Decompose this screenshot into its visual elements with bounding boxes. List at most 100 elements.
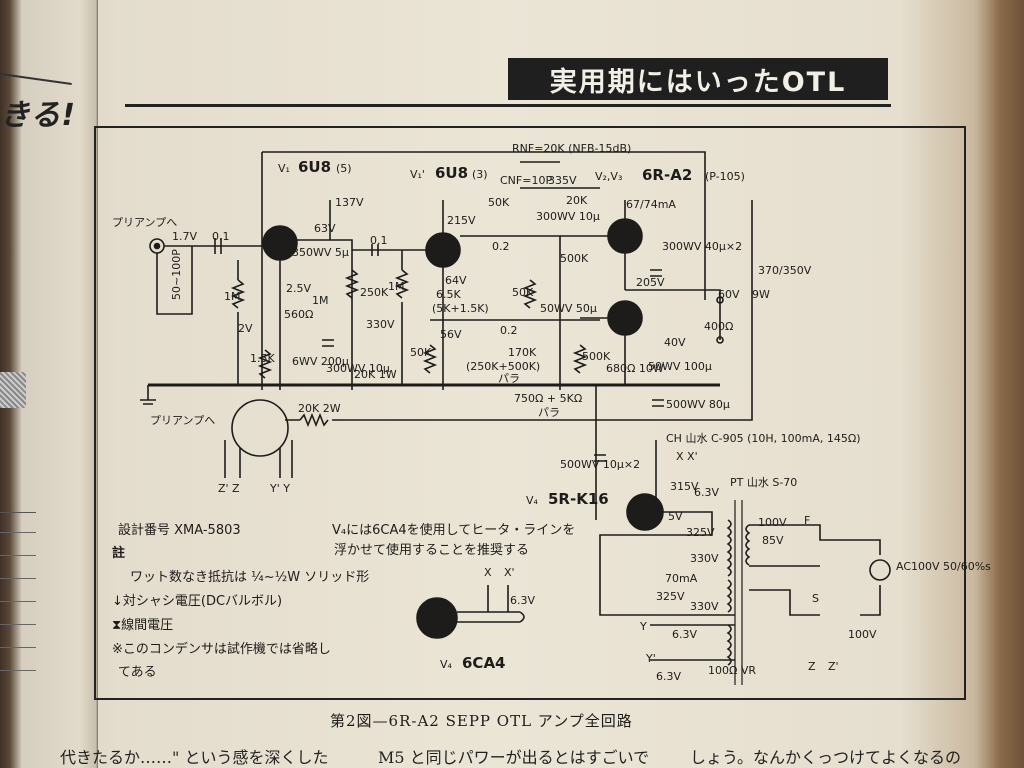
schematic-label-labels-cnf: CNF=10P bbox=[500, 174, 552, 187]
schematic-label-labels-xp: X' bbox=[504, 566, 515, 579]
schematic-label-labels-v63c: 6.3V bbox=[672, 628, 697, 641]
schematic-label-labels-v_25: 2.5V bbox=[286, 282, 311, 295]
schematic-label-labels-c300wv: 300WV 10μ bbox=[326, 362, 390, 375]
schematic-label-tubes-v2v3-type: 6R-A2 bbox=[642, 166, 692, 184]
schematic-label-labels-c6wv: 6WV 200μ bbox=[292, 355, 349, 368]
schematic-label-labels-r560: 560Ω bbox=[284, 308, 313, 321]
schematic-label-labels-ch: CH 山水 C-905 (10H, 100mA, 145Ω) bbox=[666, 432, 861, 445]
schematic-label-labels-r750: 750Ω + 5KΩ bbox=[514, 392, 582, 405]
note-capacitor-omitted: ※このコンデンサは試作機では省略し bbox=[112, 642, 331, 657]
schematic-label-labels-r170kalt: (250K+500K) bbox=[466, 360, 540, 373]
v1p-tube-symbol bbox=[425, 232, 461, 268]
schematic-label-labels-input_top: プリアンプへ bbox=[112, 216, 177, 229]
schematic-label-labels-v56: 56V bbox=[440, 328, 462, 341]
schematic-label-labels-v64: 64V bbox=[445, 274, 467, 287]
schematic-label-labels-c350: 350WV 5μ bbox=[292, 246, 349, 259]
schematic-label-labels-yp: Y' bbox=[645, 652, 656, 665]
figure-caption: 第2図—6R-A2 SEPP OTL アンプ全回路 bbox=[330, 712, 633, 730]
schematic-label-labels-v335: 335V bbox=[548, 174, 577, 187]
schematic-label-tubes-v4alt-type: 6CA4 bbox=[462, 654, 506, 672]
schematic-label-labels-c02b: 0.2 bbox=[500, 324, 518, 337]
schematic-label-tubes-v4alt-ref: V₄ bbox=[440, 658, 453, 671]
schematic-label-labels-r15k: 1.5K bbox=[250, 352, 275, 365]
article-title: 実用期にはいったOTL bbox=[508, 58, 888, 100]
schematic-label-labels-r20k1w: 20K 1W bbox=[354, 368, 397, 381]
schematic-label-labels-r50k2: 50K bbox=[512, 286, 534, 299]
title-rule bbox=[125, 104, 891, 107]
schematic-label-labels-input_bottom: プリアンプへ bbox=[150, 414, 215, 427]
schematic-label-tubes-v1-type: 6U8 bbox=[298, 158, 331, 176]
schematic-label-labels-v205: 205V bbox=[636, 276, 665, 289]
ac-plug-symbol bbox=[869, 559, 891, 581]
v4-note-line2: 浮かせて使用することを推奨する bbox=[334, 543, 530, 558]
schematic-label-tubes-v1-pins: (5) bbox=[336, 162, 352, 175]
schematic-label-labels-para2: パラ bbox=[538, 406, 560, 419]
schematic-label-labels-r1: 1M bbox=[224, 290, 241, 303]
schematic-label-labels-r65k: 6.5K bbox=[436, 288, 461, 301]
schematic-label-tubes-v1p-pins: (3) bbox=[472, 168, 488, 181]
schematic-label-labels-c500wv10: 500WV 10μ×2 bbox=[560, 458, 640, 471]
schematic-label-labels-r680: 680Ω 10W bbox=[606, 362, 664, 375]
schematic-label-labels-zp: Z' bbox=[828, 660, 839, 673]
schematic-label-labels-v315: 315V bbox=[670, 480, 699, 493]
schematic-label-labels-v_63: 63V bbox=[314, 222, 336, 235]
schematic-label-tubes-v4-ref: V₄ bbox=[526, 494, 539, 507]
schematic-label-labels-r500k: 500K bbox=[560, 252, 589, 265]
r1-resistor bbox=[230, 279, 246, 309]
schematic-label-labels-v63e: 6.3V bbox=[510, 594, 535, 607]
schematic-label-labels-c_in: 0.1 bbox=[212, 230, 230, 243]
schematic-label-labels-c02a: 0.2 bbox=[492, 240, 510, 253]
schematic-label-labels-v67: 67/74mA bbox=[626, 198, 676, 211]
schematic-label-labels-r65kalt: (5K+1.5K) bbox=[432, 302, 489, 315]
schematic-label-labels-v100b: 100V bbox=[848, 628, 877, 641]
schematic-label-labels-r250k: 250K bbox=[360, 286, 389, 299]
schematic-label-labels-v330b: 330V bbox=[690, 552, 719, 565]
schematic-label-labels-r20kb: 20K bbox=[566, 194, 588, 207]
schematic-label-labels-c_grid: 50~100P bbox=[170, 249, 183, 300]
schematic-label-labels-v325: 325V bbox=[686, 526, 715, 539]
schematic-label-labels-v85: 85V bbox=[762, 534, 784, 547]
schematic-label-labels-c300wv40: 300WV 40μ×2 bbox=[662, 240, 742, 253]
schematic-label-labels-c50wv: 50WV 50μ bbox=[540, 302, 597, 315]
notes-heading: 註 bbox=[112, 546, 126, 561]
schematic-label-labels-v_137: 137V bbox=[335, 196, 364, 209]
schematic-label-labels-v_in: 1.7V bbox=[172, 230, 197, 243]
schematic-label-labels-w9: 9W bbox=[752, 288, 770, 301]
schematic-label-labels-vr: 100Ω VR bbox=[708, 664, 756, 677]
schematic-label-labels-z: Z bbox=[808, 660, 816, 673]
note-resistor-wattage: ワット数なき抵抗は ¼~½W ソリッド形 bbox=[130, 570, 370, 585]
schematic-label-labels-v330: 330V bbox=[366, 318, 395, 331]
schematic-label-tubes-v1p-ref: V₁' bbox=[410, 168, 425, 181]
din-socket-symbol bbox=[231, 399, 289, 457]
schematic-label-labels-v330c: 330V bbox=[690, 600, 719, 613]
design-number: 設計番号 XMA-5803 bbox=[118, 523, 241, 538]
schematic-label-labels-r170k: 170K bbox=[508, 346, 537, 359]
schematic-label-labels-r400: 400Ω bbox=[704, 320, 733, 333]
schematic-label-labels-v60: 60V bbox=[718, 288, 740, 301]
schematic-label-labels-zz: Z' Z bbox=[218, 482, 240, 495]
v3-tube-symbol bbox=[607, 300, 643, 336]
v4-6ca4-symbol bbox=[416, 597, 458, 639]
schematic-label-labels-v2: 2V bbox=[238, 322, 253, 335]
schematic-label-labels-v63d: 6.3V bbox=[656, 670, 681, 683]
schematic-label-tubes-v2v3-note: (P-105) bbox=[705, 170, 745, 183]
schematic-label-labels-r1m2: 1M bbox=[312, 294, 329, 307]
note-line-voltage: ⧗線間電圧 bbox=[112, 618, 174, 633]
left-page-heading: きる! bbox=[0, 98, 77, 133]
note-chassis-voltage: ↓対シャシ電圧(DCバルボル) bbox=[112, 594, 283, 609]
schematic-label-labels-v325b: 325V bbox=[656, 590, 685, 603]
schematic-label-labels-r50k: 50K bbox=[410, 346, 432, 359]
schematic-label-labels-ma70: 70mA bbox=[665, 572, 698, 585]
schematic-label-labels-pt: PT 山水 S-70 bbox=[730, 476, 797, 489]
schematic-label-labels-v5: 5V bbox=[668, 510, 683, 523]
v2-tube-symbol bbox=[607, 218, 643, 254]
schematic-label-labels-r1m3: 1M bbox=[388, 280, 405, 293]
schematic-label-labels-y: Y bbox=[639, 620, 647, 633]
schematic-label-labels-r20k2w: 20K 2W bbox=[298, 402, 341, 415]
left-page-halftone bbox=[0, 372, 26, 408]
body-text-col1: 代きたるか……" という感を深くした bbox=[60, 748, 329, 767]
v4-note-line1: V₄には6CA4を使用してヒータ・ラインを bbox=[332, 523, 576, 538]
schematic-label-labels-rnf: RNF=20K (NFB-15dB) bbox=[512, 142, 631, 155]
schematic-label-labels-v215: 215V bbox=[447, 214, 476, 227]
